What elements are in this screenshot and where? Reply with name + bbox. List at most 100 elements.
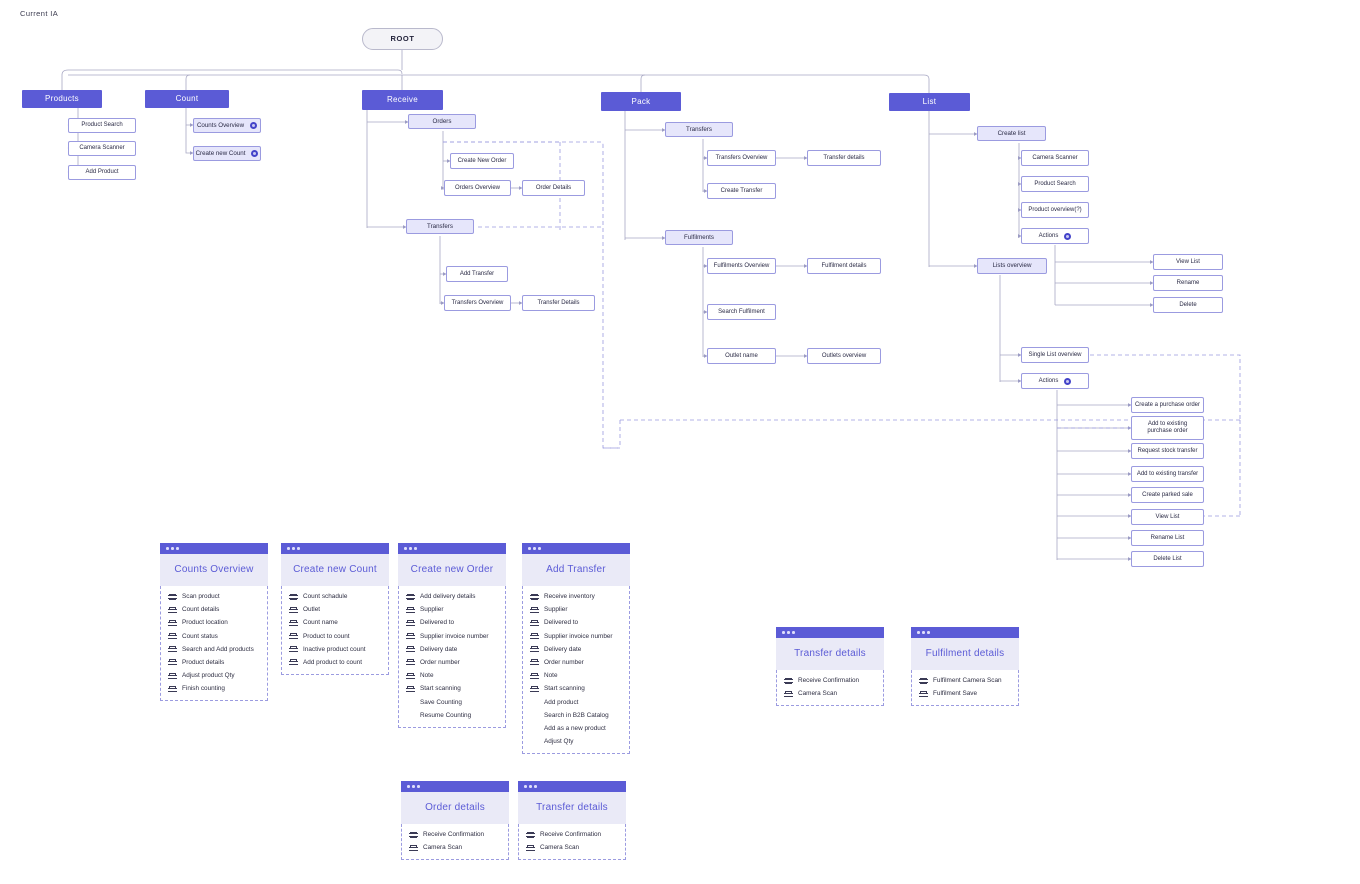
card-list-item[interactable]: Note xyxy=(530,672,621,679)
node-list-camera-scanner[interactable]: Camera Scanner xyxy=(1021,150,1089,166)
card-list-item-label: Add as a new product xyxy=(544,724,606,732)
node-receive-transfers[interactable]: Transfers xyxy=(406,219,474,234)
card-list-item[interactable]: Receive inventory xyxy=(530,593,621,600)
card-list-item[interactable]: Save Counting xyxy=(407,699,497,706)
card-list-item[interactable]: Adjust Qty xyxy=(531,738,621,745)
card-list-item[interactable]: Inactive product count xyxy=(289,646,380,653)
card-list-item[interactable]: Receive Confirmation xyxy=(784,677,875,684)
card-list-item[interactable]: Camera Scan xyxy=(526,844,617,851)
card-list-item[interactable]: Supplier xyxy=(530,606,621,613)
card-list-item[interactable]: Order number xyxy=(406,659,497,666)
node-request-stock-transfer[interactable]: Request stock transfer xyxy=(1131,443,1204,459)
node-delete[interactable]: Delete xyxy=(1153,297,1223,313)
component-frame-icon xyxy=(409,831,418,838)
card-list-item[interactable]: Add delivery details xyxy=(406,593,497,600)
card-list-item[interactable]: Search in B2B Catalog xyxy=(531,712,621,719)
card-list-item[interactable]: Start scanning xyxy=(530,685,621,693)
node-rename[interactable]: Rename xyxy=(1153,275,1223,291)
card-list-item[interactable]: Supplier invoice number xyxy=(530,633,621,640)
card-list-item[interactable]: Receive Confirmation xyxy=(526,831,617,838)
node-actions-lists-overview[interactable]: Actions xyxy=(1021,373,1089,389)
card-list-item[interactable]: Supplier xyxy=(406,606,497,613)
card-list-item[interactable]: Camera Scan xyxy=(784,690,875,697)
node-fulfilments-overview[interactable]: Fulfilments Overview xyxy=(707,258,776,274)
node-transfer-details-receive[interactable]: Transfer Details xyxy=(522,295,595,311)
card-list-item-label: Start scanning xyxy=(544,685,585,693)
card-list-item[interactable]: Add as a new product xyxy=(531,725,621,732)
card-list-item[interactable]: Supplier invoice number xyxy=(406,633,497,640)
node-order-details[interactable]: Order Details xyxy=(522,180,585,196)
card-list-item[interactable]: Fulfilment Save xyxy=(919,690,1010,697)
node-product-search[interactable]: Product Search xyxy=(68,118,136,133)
card-list-item[interactable]: Outlet xyxy=(289,606,380,613)
card-list-item[interactable]: Finish counting xyxy=(168,685,259,692)
node-add-product[interactable]: Add Product xyxy=(68,165,136,180)
card-list-item[interactable]: Count schadule xyxy=(289,593,380,600)
card-list-item-label: Receive Confirmation xyxy=(423,831,485,838)
card-list-item[interactable]: Product details xyxy=(168,659,259,666)
node-pack-transfers[interactable]: Transfers xyxy=(665,122,733,137)
card-list-item[interactable]: Product location xyxy=(168,619,259,626)
node-fulfilments[interactable]: Fulfilments xyxy=(665,230,733,245)
node-search-fulfilment[interactable]: Search Fulfilment xyxy=(707,304,776,320)
card-list-item[interactable]: Fulfilment Camera Scan xyxy=(919,677,1010,684)
card-list-item[interactable]: Delivery date xyxy=(406,646,497,653)
node-products[interactable]: Products xyxy=(22,90,102,108)
node-create-parked-sale[interactable]: Create parked sale xyxy=(1131,487,1204,503)
card-list-item-label: Delivered to xyxy=(420,619,455,627)
card-list-item[interactable]: Count status xyxy=(168,633,259,640)
node-actions-create-list[interactable]: Actions xyxy=(1021,228,1089,244)
node-transfers-overview-receive[interactable]: Transfers Overview xyxy=(444,295,511,311)
card-list-item[interactable]: Note xyxy=(406,672,497,679)
card-list-item[interactable]: Scan product xyxy=(168,593,259,600)
node-outlet-name[interactable]: Outlet name xyxy=(707,348,776,364)
card-list-item[interactable]: Search and Add products xyxy=(168,646,259,653)
card-list-item[interactable]: Add product xyxy=(531,699,621,706)
node-create-purchase-order[interactable]: Create a purchase order xyxy=(1131,397,1204,413)
card-list-item[interactable]: Delivered to xyxy=(406,619,497,627)
card-list-item[interactable]: Start scanning xyxy=(406,685,497,692)
card-list-item[interactable]: Order number xyxy=(530,659,621,666)
node-count[interactable]: Count xyxy=(145,90,229,108)
node-add-transfer[interactable]: Add Transfer xyxy=(446,266,508,282)
node-outlets-overview[interactable]: Outlets overview xyxy=(807,348,881,364)
node-receive[interactable]: Receive xyxy=(362,90,443,110)
component-frame-icon xyxy=(530,619,539,626)
node-fulfilment-details[interactable]: Fulfilment details xyxy=(807,258,881,274)
card-list-item[interactable]: Count details xyxy=(168,606,259,613)
node-product-overview[interactable]: Product overview(?) xyxy=(1021,202,1089,218)
node-delete-list[interactable]: Delete List xyxy=(1131,551,1204,567)
card-list-item[interactable]: Camera Scan xyxy=(409,844,500,851)
card-list-item[interactable]: Add product to count xyxy=(289,659,380,666)
node-transfers-overview-pack[interactable]: Transfers Overview xyxy=(707,150,776,166)
node-single-list-overview[interactable]: Single List overview xyxy=(1021,347,1089,363)
component-frame-icon xyxy=(530,646,539,653)
node-view-list-2[interactable]: View List xyxy=(1131,509,1204,525)
card-list-item[interactable]: Receive Confirmation xyxy=(409,831,500,838)
node-create-new-order[interactable]: Create New Order xyxy=(450,153,514,169)
node-root[interactable]: ROOT xyxy=(362,28,443,50)
node-orders-overview[interactable]: Orders Overview xyxy=(444,180,511,196)
card-list-item[interactable]: Count name xyxy=(289,619,380,626)
node-list-product-search[interactable]: Product Search xyxy=(1021,176,1089,192)
card-list-item[interactable]: Resume Counting xyxy=(407,712,497,719)
card-list-item[interactable]: Delivery date xyxy=(530,646,621,653)
node-camera-scanner[interactable]: Camera Scanner xyxy=(68,141,136,156)
node-orders[interactable]: Orders xyxy=(408,114,476,129)
node-create-new-count[interactable]: Create new Count xyxy=(193,146,261,161)
card-list-item[interactable]: Adjust product Qty xyxy=(168,672,259,679)
node-create-transfer[interactable]: Create Transfer xyxy=(707,183,776,199)
node-pack[interactable]: Pack xyxy=(601,92,681,111)
node-counts-overview[interactable]: Counts Overview xyxy=(193,118,261,133)
card-list-item[interactable]: Product to count xyxy=(289,633,380,640)
node-add-existing-transfer[interactable]: Add to existing transfer xyxy=(1131,466,1204,482)
node-transfer-details-pack[interactable]: Transfer details xyxy=(807,150,881,166)
card-list-item[interactable]: Delivered to xyxy=(530,619,621,626)
node-lists-overview[interactable]: Lists overview xyxy=(977,258,1047,274)
node-add-existing-purchase-order[interactable]: Add to existing purchase order xyxy=(1131,416,1204,440)
component-frame-icon xyxy=(530,633,539,640)
node-rename-list[interactable]: Rename List xyxy=(1131,530,1204,546)
node-list[interactable]: List xyxy=(889,93,970,111)
node-create-list[interactable]: Create list xyxy=(977,126,1046,141)
node-view-list[interactable]: View List xyxy=(1153,254,1223,270)
